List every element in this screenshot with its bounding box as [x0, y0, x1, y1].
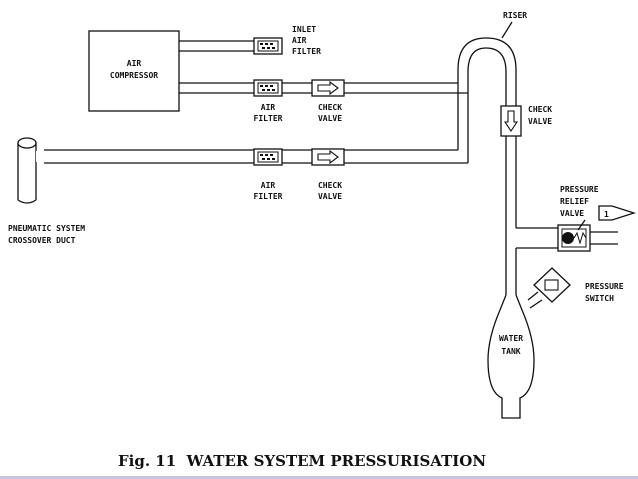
check-valve-1-label-line1: CHECK — [318, 103, 342, 112]
pipe-switch-upper — [527, 291, 539, 301]
air-filter-2-label-line1: AIR — [261, 181, 276, 190]
inlet-air-filter-label-line1: INLET — [292, 25, 316, 34]
riser-leader — [501, 21, 513, 39]
riser-outer — [457, 37, 517, 150]
pressure-switch-label-line2: SWITCH — [585, 294, 614, 303]
crossover-duct — [17, 137, 45, 204]
check-valve-2-label-line2: VALVE — [318, 192, 342, 201]
note-flag-number: 1 — [604, 210, 609, 219]
inlet-air-filter-label-line2: AIR — [292, 36, 307, 45]
check-valve-2 — [311, 148, 345, 166]
air-compressor-label-line2: COMPRESSOR — [110, 71, 158, 80]
check-valve-1-label-line2: VALVE — [318, 114, 342, 123]
pressure-switch-label-line1: PRESSURE — [585, 282, 624, 291]
check-valve-1 — [311, 79, 345, 97]
air-compressor-box — [88, 30, 180, 112]
inlet-air-filter-label-line3: FILTER — [292, 47, 321, 56]
pressure-relief-valve — [557, 224, 591, 252]
note-flag — [598, 205, 637, 221]
crossover-label-line2: CROSSOVER DUCT — [8, 236, 76, 245]
water-tank-label-line2: TANK — [501, 347, 520, 356]
pressure-relief-label-line1: PRESSURE — [560, 185, 599, 194]
riser-inner — [467, 47, 507, 163]
arrow-down-icon — [503, 110, 519, 132]
water-tank-label-line1: WATER — [499, 334, 523, 343]
figure-caption: Fig. 11 WATER SYSTEM PRESSURISATION — [118, 452, 486, 470]
air-filter-2 — [253, 148, 283, 166]
air-filter-1-label-line2: FILTER — [254, 114, 283, 123]
riser-label: RISER — [503, 11, 527, 20]
pressure-relief-label-line2: RELIEF — [560, 197, 589, 206]
arrow-right-icon — [317, 80, 339, 96]
relief-leader — [577, 219, 586, 231]
pressure-switch — [533, 267, 571, 303]
crossover-label-line1: PNEUMATIC SYSTEM — [8, 224, 85, 233]
inlet-air-filter — [253, 37, 283, 55]
air-filter-1-label-line1: AIR — [261, 103, 276, 112]
water-tank — [487, 294, 535, 419]
check-valve-riser-label-line1: CHECK — [528, 105, 552, 114]
valve-spring — [573, 231, 587, 245]
valve-ball — [562, 232, 574, 244]
air-filter-1 — [253, 79, 283, 97]
pipe-switch-lower — [529, 299, 543, 309]
pressure-relief-label-line3: VALVE — [560, 209, 584, 218]
check-valve-2-label-line1: CHECK — [318, 181, 342, 190]
check-valve-riser — [500, 105, 522, 137]
air-filter-2-label-line2: FILTER — [254, 192, 283, 201]
arrow-right-icon — [317, 149, 339, 165]
air-compressor-label-line1: AIR — [127, 59, 142, 68]
pipes — [44, 37, 618, 309]
check-valve-riser-label-line2: VALVE — [528, 117, 552, 126]
bottom-band — [0, 476, 638, 479]
